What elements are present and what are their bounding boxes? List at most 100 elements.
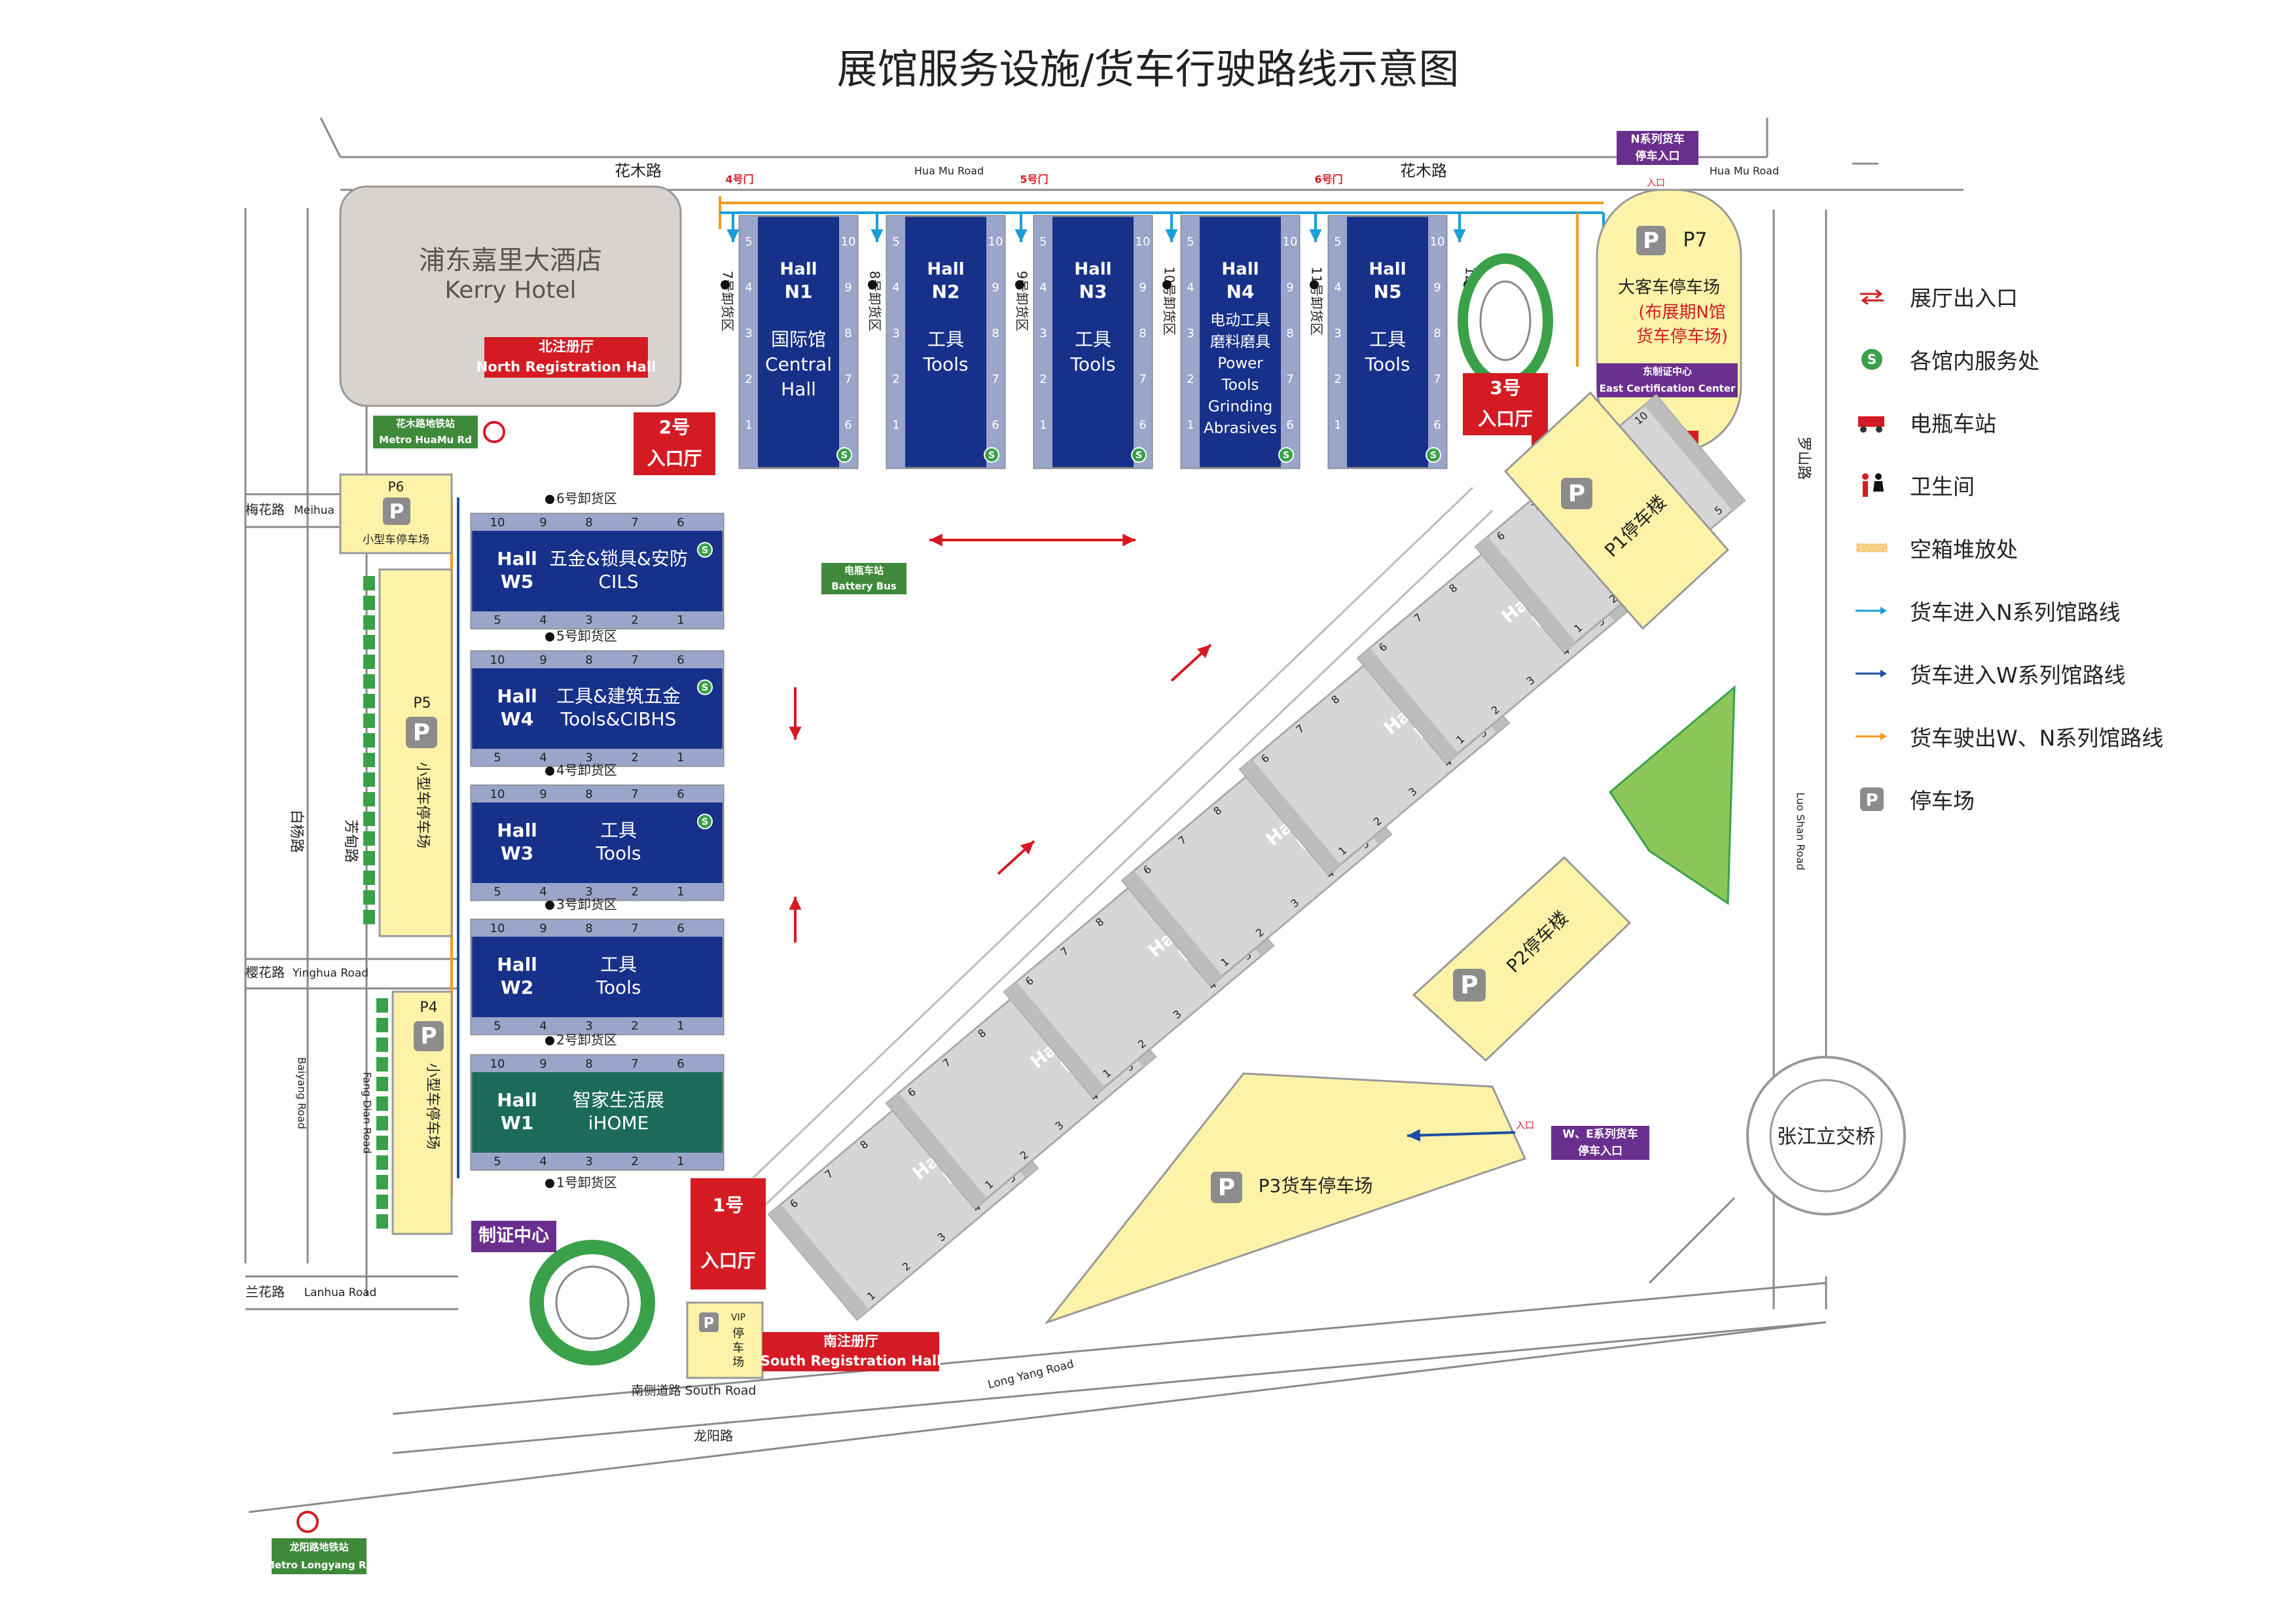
- hall-dock-number: 3: [1039, 327, 1047, 340]
- hall-stripe: [1181, 216, 1200, 468]
- hall-dock-number: 3: [745, 327, 752, 340]
- hall-dock-number: 3: [585, 1019, 592, 1033]
- restroom-icon: [1852, 472, 1892, 498]
- hall-dock-number: 10: [490, 516, 505, 530]
- hall-theme: 电动工具: [1210, 312, 1270, 329]
- service-mark: S: [1430, 450, 1437, 461]
- hall-dock-number: 3: [892, 327, 899, 340]
- hall-label: Hall: [1369, 260, 1406, 280]
- hall-theme: Tools&CIBHS: [560, 708, 677, 730]
- p6-id: P6: [388, 479, 404, 495]
- metro-longyang-text: 龙阳路地铁站: [289, 1541, 348, 1553]
- vip-label: 停: [732, 1327, 744, 1341]
- service-icon: [1131, 447, 1147, 463]
- hall-dock-number: 1: [1334, 418, 1341, 432]
- hall-dock-number: 2: [631, 751, 638, 765]
- hall-dock-number: 2: [631, 885, 638, 899]
- road-label: Hua Mu Road: [914, 165, 984, 177]
- unloading-zone: 7号卸货区: [720, 271, 736, 332]
- hall-theme: 工具: [1075, 329, 1111, 350]
- hall-stripe: [887, 216, 905, 468]
- zone-dot: [1310, 280, 1319, 289]
- service-mark: S: [988, 450, 995, 461]
- zone-dot: [721, 280, 730, 289]
- p6-label: 小型车停车场: [363, 533, 429, 547]
- tree: [376, 1155, 388, 1170]
- hall-dock-number: 4: [745, 281, 752, 295]
- kerry-cn: 浦东嘉里大酒店: [419, 245, 602, 276]
- hall-dock-number: 7: [631, 516, 638, 530]
- hall-dock-number: 6: [1286, 418, 1293, 432]
- plaza-arrow-head: [929, 533, 942, 547]
- hall-stripe: [471, 920, 723, 937]
- zone-dot: [1162, 280, 1172, 289]
- hall-stripe: [1240, 759, 1340, 875]
- hall-stripe: [1281, 216, 1299, 468]
- metro-icon: [296, 1511, 319, 1533]
- hall-dock-number: 4: [892, 281, 899, 295]
- hall-dock-number: 8: [1139, 327, 1146, 340]
- hall-stripe: [471, 749, 723, 766]
- parking-p2: [1412, 856, 1632, 1062]
- hall-id: W2: [501, 977, 533, 998]
- p4-id: P4: [420, 1000, 437, 1016]
- hall-id: N4: [1227, 281, 1255, 302]
- hall-dock-number: 7: [631, 653, 638, 667]
- hall-stripe: [1134, 216, 1152, 468]
- hall-dock-number: 9: [992, 281, 999, 295]
- hall-theme: 工具: [600, 954, 637, 975]
- legend-label: 停车场: [1910, 788, 1975, 814]
- legend-label: 各馆内服务处: [1910, 348, 2039, 374]
- hall-theme: Tools: [596, 977, 641, 998]
- hall-dock-number: 4: [539, 1155, 547, 1168]
- hall-theme: 工具: [927, 329, 964, 350]
- parking-vip: [686, 1301, 764, 1379]
- truck-entry-in: 入口: [1516, 1121, 1534, 1131]
- road: [1648, 1197, 1736, 1284]
- map-title: 展馆服务设施/货车行驶路线示意图: [836, 45, 1460, 93]
- hall-dock-number: 7: [1433, 372, 1441, 386]
- metro-huamu-text: Metro HuaMu Rd: [379, 434, 472, 446]
- hall-stripe: [471, 1153, 723, 1170]
- parking-p5: [378, 568, 453, 937]
- hall-dock-number: 2: [745, 372, 752, 386]
- hall-dock-number: 4: [539, 751, 547, 765]
- service-mark: S: [702, 545, 708, 556]
- road-label: 南侧道路 South Road: [632, 1384, 757, 1398]
- hall-label: Hall: [497, 820, 537, 841]
- hall-dock-number: 8: [585, 1057, 592, 1071]
- hall-dock-number: 6: [677, 922, 684, 935]
- tree: [376, 1195, 388, 1209]
- hall-dock-number: 1: [1187, 418, 1194, 432]
- east-cert-center: [1597, 363, 1738, 397]
- battery-car-icon: [1852, 409, 1892, 435]
- route-n-icon: [1852, 598, 1892, 624]
- hall-id: N3: [1079, 281, 1107, 302]
- east-cert-center-text: East Certification Center: [1600, 383, 1736, 395]
- parking-p1: [1503, 391, 1730, 630]
- hall-stripe: [471, 651, 723, 668]
- legend-item: 货车进入N系列馆路线: [1852, 579, 2271, 642]
- hall-dock-number: 5: [1039, 235, 1047, 249]
- cert-center-text: 制证中心: [478, 1226, 549, 1246]
- hall-dock-number: 10: [1430, 235, 1445, 249]
- hall-id: W3: [501, 842, 533, 864]
- route-n-arrow-head: [1165, 229, 1178, 242]
- hall-n1: [738, 215, 859, 469]
- cert-center: [471, 1221, 556, 1252]
- battery-station: [821, 563, 906, 594]
- hall-dock-number: 1: [892, 418, 899, 432]
- hall-dock-number: 8: [585, 653, 592, 667]
- n-truck-entry-text: 停车入口: [1636, 149, 1680, 163]
- unloading-zone: 4号卸货区: [556, 763, 617, 778]
- hall-dock-number: 4: [539, 613, 547, 627]
- hall-theme: 工具: [1369, 329, 1406, 350]
- road-label: Fang Dian Road: [361, 1072, 374, 1154]
- tree: [363, 615, 375, 630]
- hall-dock-number: 7: [1139, 372, 1146, 386]
- hall-dock-number: 6: [677, 1057, 684, 1071]
- hall-stripe: [471, 611, 723, 628]
- hall-dock-number: 8: [585, 922, 592, 935]
- unloading-zone: 2号卸货区: [556, 1032, 617, 1048]
